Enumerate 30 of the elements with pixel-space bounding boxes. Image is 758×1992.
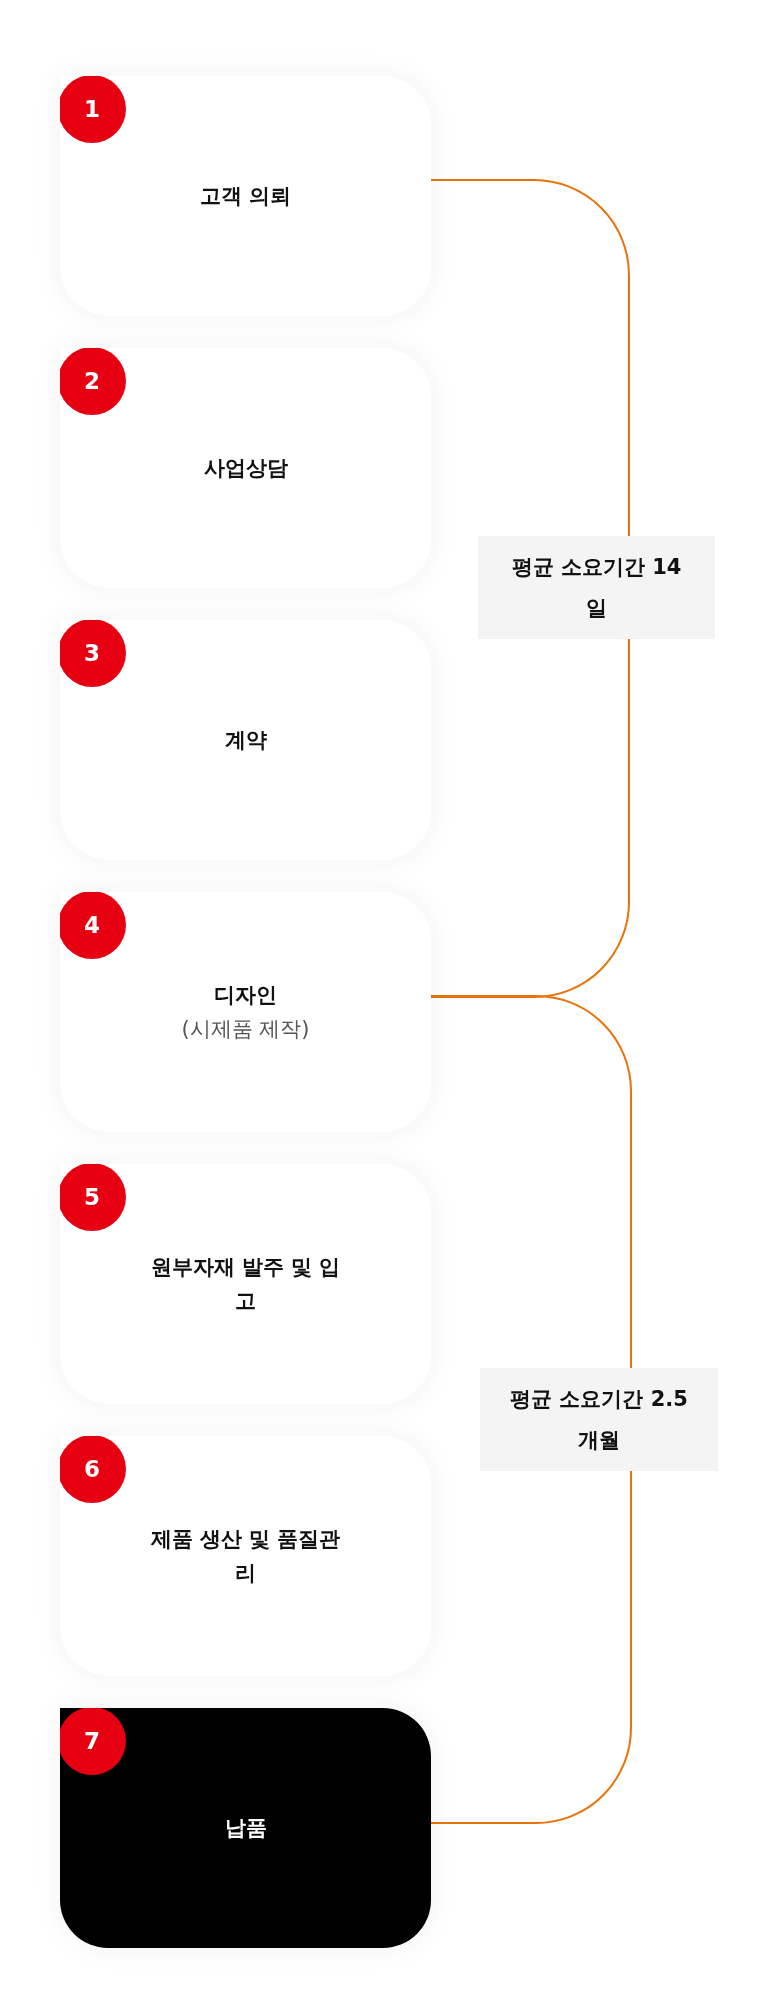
- step-title: 원부자재 발주 및 입고: [149, 1254, 342, 1315]
- duration-text: 평균 소요기간 14일: [510, 553, 683, 622]
- step-title: 디자인: [214, 982, 277, 1009]
- bracket-connector: [430, 638, 630, 998]
- step-number-badge: 5: [60, 1164, 126, 1231]
- step-number-badge: 3: [60, 620, 126, 687]
- step-title: 고객 의뢰: [199, 183, 292, 210]
- duration-tag: [480, 1368, 718, 1471]
- step-title: 납품: [224, 1815, 267, 1842]
- step-number-badge: 2: [60, 348, 126, 415]
- step-card: [60, 1436, 431, 1676]
- duration-tag: [478, 536, 715, 639]
- step-card: [60, 1708, 431, 1948]
- step-card: [60, 1164, 431, 1404]
- step-card: [60, 76, 431, 316]
- step-number-badge: 7: [60, 1708, 126, 1775]
- step-card: [60, 348, 431, 588]
- bracket-connector: [430, 1470, 632, 1824]
- step-title: 계약: [224, 727, 267, 754]
- duration-text: 평균 소요기간 2.5개월: [509, 1385, 689, 1454]
- step-card: [60, 892, 431, 1132]
- bracket-connector: [430, 179, 630, 537]
- step-number-badge: 6: [60, 1436, 126, 1503]
- step-card: [60, 620, 431, 860]
- bracket-connector: [430, 995, 632, 1369]
- step-number-badge: 1: [60, 76, 126, 143]
- step-title: 사업상담: [203, 455, 288, 482]
- step-subtitle: (시제품 제작): [181, 1016, 310, 1043]
- step-title: 제품 생산 및 품질관리: [149, 1526, 342, 1587]
- step-number-badge: 4: [60, 892, 126, 959]
